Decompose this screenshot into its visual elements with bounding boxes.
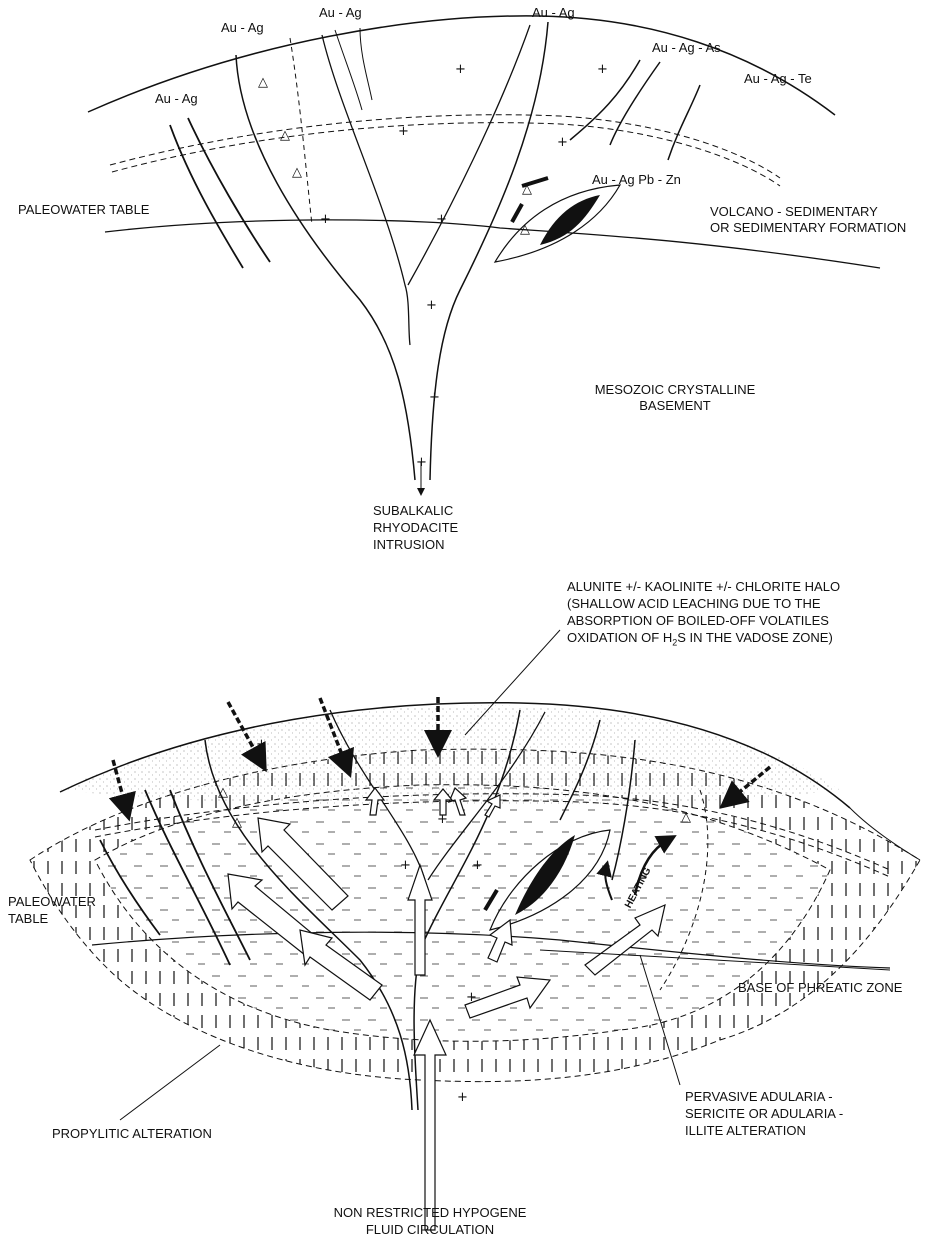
halo-label-line3: ABSORPTION OF BOILED-OFF VOLATILES (567, 613, 829, 628)
ore-label-au-ag-pb-zn: Au - Ag Pb - Zn (592, 172, 681, 187)
intrusion-right-contact (430, 22, 548, 480)
cross-symbol: + (416, 455, 427, 470)
top-strata-dashed-1 (110, 115, 780, 178)
halo-label-line4-pre: OXIDATION OF H (567, 630, 672, 645)
cross-symbol: + (437, 812, 448, 827)
intrusion-label-line2: RHYODACITE (373, 520, 458, 535)
basement-label-line1: MESOZOIC CRYSTALLINE (580, 382, 770, 397)
cross-symbol: + (472, 858, 483, 873)
ore-label-au-ag-3: Au - Ag (532, 5, 575, 20)
triangle-symbol: △ (258, 75, 268, 90)
volcano-label-line1: VOLCANO - SEDIMENTARY (710, 204, 878, 219)
big-central-arrow (414, 1020, 446, 1230)
triangle-symbol: △ (520, 222, 530, 237)
cross-symbol: + (455, 62, 466, 77)
central-vein-1 (322, 35, 410, 345)
triangle-symbol: △ (522, 182, 532, 197)
top-paleowater-label: PALEOWATER TABLE (18, 202, 149, 217)
phreatic-label: BASE OF PHREATIC ZONE (738, 980, 902, 995)
halo-label-line4: OXIDATION OF H2S IN THE VADOSE ZONE) (567, 630, 833, 651)
halo-label-line4-post: S IN THE VADOSE ZONE) (677, 630, 833, 645)
bottom-paleowater-label-line1: PALEOWATER (8, 894, 96, 909)
propylitic-label: PROPYLITIC ALTERATION (52, 1126, 212, 1141)
cross-symbol: + (429, 390, 440, 405)
cross-symbol: + (398, 124, 409, 139)
cross-symbol: + (256, 737, 267, 752)
adularia-label-line2: SERICITE OR ADULARIA - (685, 1106, 843, 1121)
adularia-label-line1: PERVASIVE ADULARIA - (685, 1089, 833, 1104)
cross-symbol: + (426, 298, 437, 313)
central-vein-2 (408, 25, 530, 285)
bottom-paleowater-label-line2: TABLE (8, 911, 48, 926)
basement-label-line2: BASEMENT (580, 398, 770, 413)
volcano-label-line2: OR SEDIMENTARY FORMATION (710, 220, 906, 235)
cross-symbol: + (466, 990, 477, 1005)
fluid-label-line2: FLUID CIRCULATION (310, 1222, 550, 1237)
cross-symbol: + (436, 212, 447, 227)
left-vein-1 (170, 125, 243, 268)
cross-symbol: + (557, 135, 568, 150)
vadose-stipple-cap (60, 705, 840, 805)
cross-symbol: + (597, 62, 608, 77)
ore-label-au-ag-2: Au - Ag (319, 5, 362, 20)
intrusion-dashed-contact (290, 38, 312, 225)
ore-label-au-ag-4: Au - Ag (155, 91, 198, 106)
cross-symbol: + (400, 858, 411, 873)
halo-label-line1: ALUNITE +/- KAOLINITE +/- CHLORITE HALO (567, 579, 840, 594)
ore-label-au-ag-te: Au - Ag - Te (744, 71, 812, 86)
halo-label-line2: (SHALLOW ACID LEACHING DUE TO THE (567, 596, 821, 611)
breccia-vein-top-2 (360, 28, 372, 100)
top-diagram (88, 16, 880, 492)
cross-symbol: + (320, 212, 331, 227)
triangle-symbol: △ (292, 165, 302, 180)
adularia-label-line3: ILLITE ALTERATION (685, 1123, 806, 1138)
triangle-symbol: △ (218, 785, 228, 800)
ore-label-au-ag-1: Au - Ag (221, 20, 264, 35)
top-dash-bar-2 (512, 204, 522, 222)
left-vein-2 (188, 118, 270, 262)
right-vein-3 (668, 85, 700, 160)
intrusion-label-line3: INTRUSION (373, 537, 445, 552)
cross-symbol: + (457, 1090, 468, 1105)
triangle-symbol: △ (232, 815, 242, 830)
intrusion-label-line1: SUBALKALIC (373, 503, 453, 518)
triangle-symbol: △ (280, 128, 290, 143)
fluid-label-line1: NON RESTRICTED HYPOGENE (310, 1205, 550, 1220)
breccia-vein-top (335, 30, 362, 110)
ore-label-au-ag-as: Au - Ag - As (652, 40, 721, 55)
propylitic-leader-line (120, 1045, 220, 1120)
right-vein-2 (610, 62, 660, 145)
triangle-symbol: △ (681, 810, 691, 825)
